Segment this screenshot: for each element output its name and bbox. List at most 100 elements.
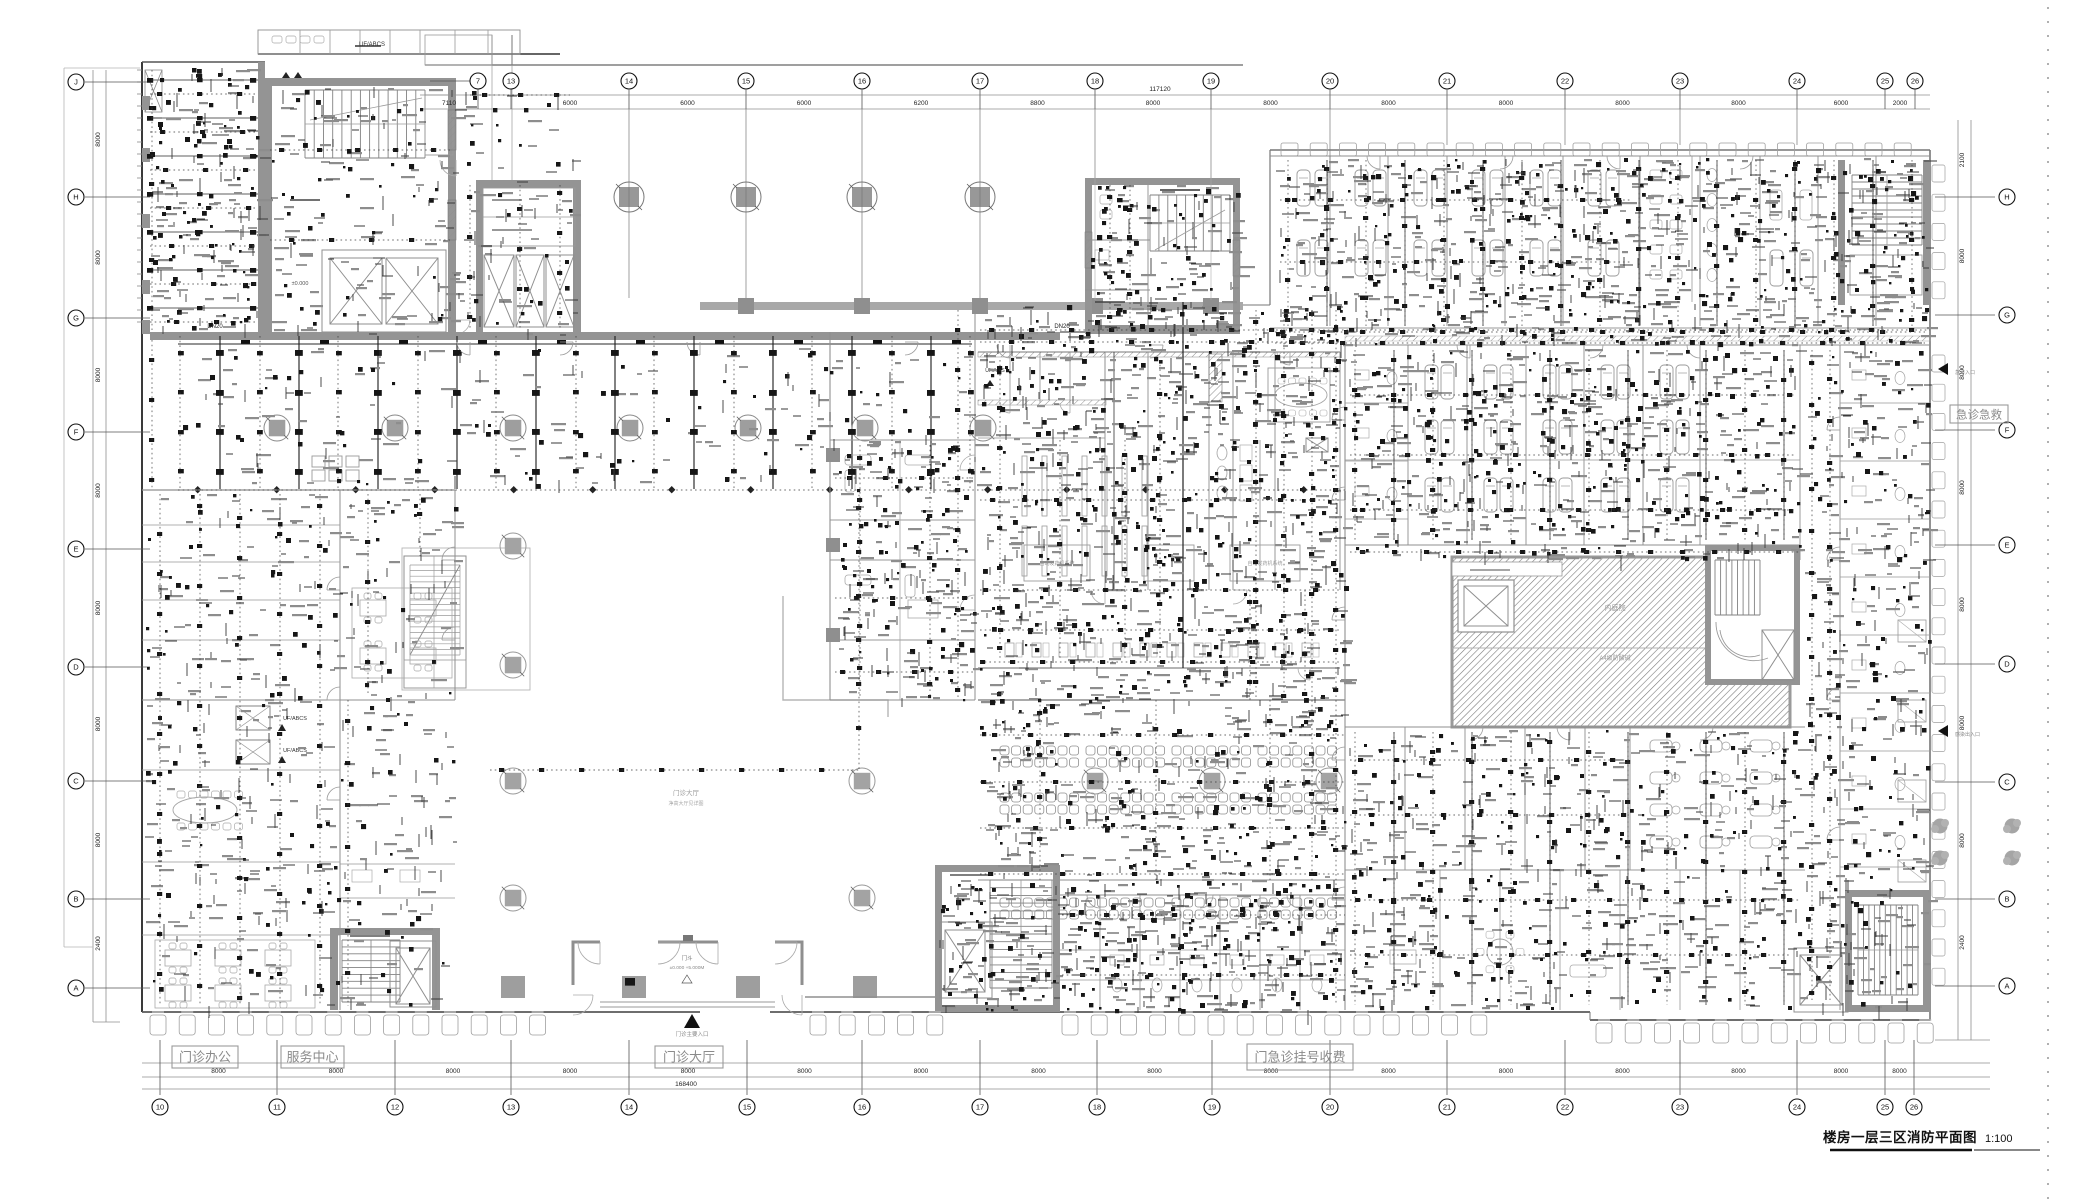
svg-text:8000: 8000 xyxy=(1264,1068,1279,1075)
svg-text:12: 12 xyxy=(391,1103,399,1112)
svg-text:117120: 117120 xyxy=(1149,86,1171,93)
svg-text:DN20: DN20 xyxy=(207,324,223,330)
svg-text:8000: 8000 xyxy=(1959,480,1966,495)
svg-text:A: A xyxy=(73,984,78,993)
svg-text:8000: 8000 xyxy=(681,1068,696,1075)
svg-text:8000: 8000 xyxy=(1031,1068,1046,1075)
svg-text:G: G xyxy=(2004,311,2010,320)
svg-text:6000: 6000 xyxy=(563,100,578,107)
svg-text:楼房一层三区消防平面图: 楼房一层三区消防平面图 xyxy=(1823,1129,1977,1145)
svg-text:23: 23 xyxy=(1676,1103,1684,1112)
svg-text:门诊大厅: 门诊大厅 xyxy=(673,788,700,797)
svg-text:8000: 8000 xyxy=(1146,100,1161,107)
svg-text:感染出入口: 感染出入口 xyxy=(1955,731,1980,738)
svg-text:B: B xyxy=(73,895,78,904)
svg-text:D: D xyxy=(2004,660,2010,669)
svg-text:门急诊挂号收费: 门急诊挂号收费 xyxy=(1254,1050,1345,1065)
svg-text:UF/ABCS: UF/ABCS xyxy=(283,716,307,722)
svg-text:8000: 8000 xyxy=(1263,100,1278,107)
svg-text:18: 18 xyxy=(1093,1103,1101,1112)
svg-text:16: 16 xyxy=(858,77,866,86)
svg-text:20: 20 xyxy=(1326,77,1334,86)
svg-text:净高大厅见详图: 净高大厅见详图 xyxy=(668,800,703,807)
svg-text:门诊主要入口: 门诊主要入口 xyxy=(675,1030,708,1038)
svg-text:8000: 8000 xyxy=(95,483,102,498)
svg-text:16: 16 xyxy=(858,1103,866,1112)
svg-text:8000: 8000 xyxy=(446,1068,461,1075)
svg-text:自动发药机系统: 自动发药机系统 xyxy=(1247,560,1282,567)
svg-text:8000: 8000 xyxy=(95,367,102,382)
svg-text:8000: 8000 xyxy=(1381,1068,1396,1075)
svg-text:UF/ABCS: UF/ABCS xyxy=(359,42,385,48)
svg-text:2000: 2000 xyxy=(1893,100,1908,107)
svg-text:26: 26 xyxy=(1910,1103,1918,1112)
svg-text:D: D xyxy=(73,663,79,672)
svg-text:H: H xyxy=(73,193,78,202)
svg-text:G: G xyxy=(73,314,79,323)
svg-text:24: 24 xyxy=(1793,77,1801,86)
svg-text:8000: 8000 xyxy=(1731,1068,1746,1075)
svg-text:6000: 6000 xyxy=(1834,100,1849,107)
svg-text:8000: 8000 xyxy=(1959,833,1966,848)
svg-text:DN20: DN20 xyxy=(1054,324,1070,330)
svg-text:门斗: 门斗 xyxy=(681,954,693,962)
svg-text:8000: 8000 xyxy=(95,250,102,265)
svg-text:14: 14 xyxy=(625,1103,633,1112)
svg-text:8000: 8000 xyxy=(1731,100,1746,107)
svg-text:8000: 8000 xyxy=(329,1068,344,1075)
svg-text:8000: 8000 xyxy=(1381,100,1396,107)
svg-text:6200: 6200 xyxy=(914,100,929,107)
svg-text:急诊入口: 急诊入口 xyxy=(1955,369,1975,376)
svg-text:7: 7 xyxy=(476,77,480,86)
svg-text:18: 18 xyxy=(1091,77,1099,86)
svg-text:6000: 6000 xyxy=(680,100,695,107)
svg-text:B: B xyxy=(2004,895,2009,904)
svg-text:8000: 8000 xyxy=(95,832,102,847)
svg-text:8000: 8000 xyxy=(563,1068,578,1075)
svg-text:±0.000 +5.000M: ±0.000 +5.000M xyxy=(670,965,705,971)
svg-text:15: 15 xyxy=(743,1103,751,1112)
svg-text:8000: 8000 xyxy=(1959,715,1966,730)
svg-text:8000: 8000 xyxy=(1147,1068,1162,1075)
svg-text:C: C xyxy=(2004,778,2010,787)
svg-text:8800: 8800 xyxy=(1030,100,1045,107)
svg-text:168400: 168400 xyxy=(675,1081,697,1088)
svg-text:22: 22 xyxy=(1561,1103,1569,1112)
svg-text:急诊急救: 急诊急救 xyxy=(1956,408,2002,422)
svg-text:门诊大厅: 门诊大厅 xyxy=(663,1050,715,1065)
svg-text:11: 11 xyxy=(273,1103,281,1112)
svg-text:8000: 8000 xyxy=(1892,1068,1907,1075)
svg-text:8000: 8000 xyxy=(95,132,102,147)
svg-text:8000: 8000 xyxy=(1615,100,1630,107)
svg-text:8000: 8000 xyxy=(1499,1068,1514,1075)
svg-text:13: 13 xyxy=(507,77,515,86)
svg-text:8000: 8000 xyxy=(1834,1068,1849,1075)
svg-text:8000: 8000 xyxy=(211,1068,226,1075)
svg-text:10: 10 xyxy=(156,1103,164,1112)
svg-text:8000: 8000 xyxy=(1959,365,1966,380)
svg-text:25: 25 xyxy=(1881,1103,1889,1112)
svg-text:26: 26 xyxy=(1911,77,1919,86)
svg-text:自动发药机系统: 自动发药机系统 xyxy=(1039,560,1074,567)
svg-text:2400: 2400 xyxy=(1959,935,1966,950)
svg-text:8000: 8000 xyxy=(914,1068,929,1075)
svg-text:23: 23 xyxy=(1676,77,1684,86)
svg-text:J: J xyxy=(74,78,78,87)
svg-text:21: 21 xyxy=(1443,1103,1451,1112)
svg-text:A4级防酸碱: A4级防酸碱 xyxy=(1599,654,1630,662)
svg-text:13: 13 xyxy=(507,1103,515,1112)
svg-text:E: E xyxy=(2004,541,2009,550)
svg-text:7110: 7110 xyxy=(442,100,456,107)
svg-text:内庭院: 内庭院 xyxy=(1605,603,1626,612)
svg-text:8000: 8000 xyxy=(1499,100,1514,107)
svg-text:F: F xyxy=(2005,426,2010,435)
svg-text:8000: 8000 xyxy=(1959,597,1966,612)
svg-text:8000: 8000 xyxy=(1959,248,1966,263)
svg-text:H: H xyxy=(2004,193,2009,202)
svg-text:21: 21 xyxy=(1443,77,1451,86)
svg-text:17: 17 xyxy=(976,77,984,86)
svg-text:E: E xyxy=(73,545,78,554)
svg-text:19: 19 xyxy=(1207,77,1215,86)
svg-text:UF/ABCS: UF/ABCS xyxy=(283,748,307,754)
svg-text:F: F xyxy=(74,428,79,437)
